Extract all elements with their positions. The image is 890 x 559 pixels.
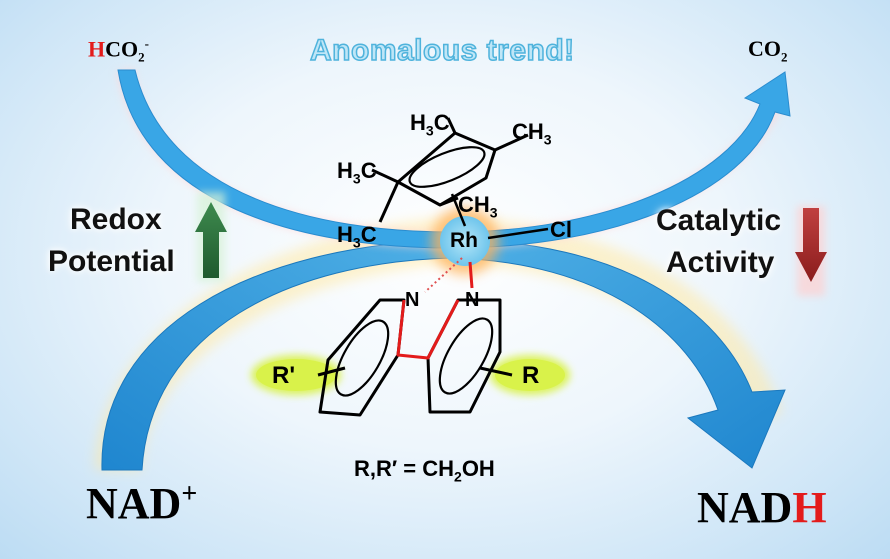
co2-main: CO	[748, 36, 781, 61]
methyl-left-h: H	[337, 158, 353, 183]
methyl-ll-h: H	[337, 222, 353, 247]
rh-atom-circle	[440, 216, 490, 266]
nadh-label: NADH	[697, 482, 827, 533]
methyl-left-sub: 3	[352, 170, 361, 187]
formate-label: HCO2-	[88, 36, 149, 66]
methyl-top-c: C	[433, 110, 450, 135]
methyl-top-sub: 3	[425, 122, 434, 139]
methyl-top-h: H	[410, 110, 426, 135]
methyl-left-c: C	[360, 158, 377, 183]
methyl-center-ch: CH	[458, 192, 490, 217]
co2-sub: 2	[781, 49, 788, 65]
formate-h: H	[88, 36, 106, 62]
nadh-main: NAD	[697, 483, 793, 532]
methyl-top: H3C	[410, 110, 450, 138]
nad-arrow-right	[451, 239, 786, 469]
methyl-right-ch: CH	[512, 119, 544, 144]
methyl-left: H3C	[337, 158, 377, 186]
rh-label: Rh	[450, 229, 478, 252]
r-label: R	[522, 362, 540, 389]
redox-label-line1: Redox	[70, 203, 162, 236]
redox-up-arrow	[195, 202, 227, 278]
formate-sub: 2	[138, 49, 145, 65]
nitrogen-right: N	[465, 289, 480, 311]
catalytic-down-arrow	[795, 208, 827, 282]
nad-plus-label: NAD+	[86, 478, 197, 529]
formate-sup: -	[144, 36, 149, 51]
methyl-right: CH3	[512, 119, 552, 147]
catalytic-label-line1: Catalytic	[656, 204, 782, 237]
r-prime-label: R'	[272, 362, 296, 389]
methyl-right-sub: 3	[543, 131, 552, 148]
nad-plus-sup: +	[181, 478, 198, 510]
catalytic-label-line2: Activity	[666, 246, 775, 279]
substituent-formula: R,R′ = CH2OH	[354, 456, 495, 484]
redox-label-line2: Potential	[48, 245, 175, 278]
formula-left: R,R′ = CH	[354, 456, 455, 481]
methyl-center-sub: 3	[489, 204, 498, 221]
formula-sub: 2	[454, 468, 462, 485]
cp-star-ring	[371, 117, 549, 240]
formula-right: OH	[461, 456, 495, 481]
nadh-h: H	[792, 483, 827, 532]
title-anomalous-trend: Anomalous trend!	[309, 33, 575, 68]
co2-label: CO2	[748, 36, 788, 65]
methyl-center: CH3	[458, 192, 498, 220]
nitrogen-left: N	[405, 289, 420, 311]
methyl-ll-c: C	[360, 222, 377, 247]
methyl-ll-sub: 3	[352, 234, 361, 251]
cl-label: Cl	[550, 217, 572, 242]
methyl-lower-left: H3C	[337, 222, 377, 250]
formate-arrow	[117, 69, 791, 249]
formate-co: CO	[105, 36, 139, 62]
nad-plus-main: NAD	[86, 479, 182, 528]
